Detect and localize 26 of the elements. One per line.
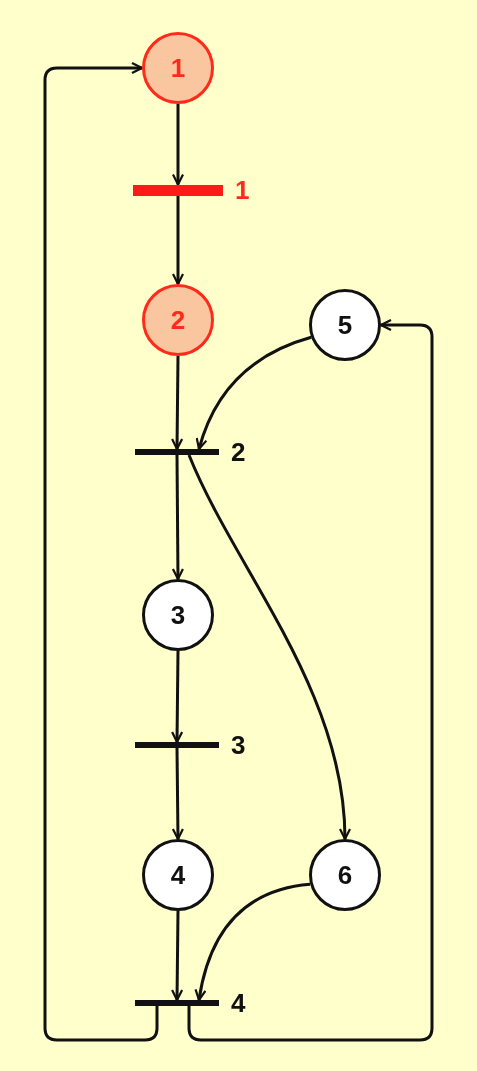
arc-arrow [171, 748, 184, 841]
transition-bar [135, 449, 219, 455]
transition-bar [135, 742, 219, 748]
transition-label: 4 [231, 988, 246, 1018]
place-number: 3 [170, 599, 186, 631]
arc-arrow [43, 61, 159, 1042]
place-number: 1 [170, 52, 186, 84]
arc-arrow [196, 335, 312, 451]
transition-bar [133, 184, 223, 196]
transition-label: 1 [235, 175, 250, 205]
place-number: 5 [337, 309, 353, 341]
arc-arrow [171, 455, 184, 581]
arc-arrow [171, 651, 184, 744]
transition-label: 3 [231, 730, 246, 760]
arc-arrow [171, 195, 185, 286]
arc-arrow [171, 356, 184, 451]
place-number: 2 [170, 304, 186, 336]
arc-arrow [171, 911, 184, 1002]
arc-arrow [187, 454, 351, 841]
place-number: 6 [337, 859, 353, 891]
arc-arrow [171, 104, 185, 186]
place-number: 4 [170, 859, 186, 891]
transition-bar [135, 1000, 219, 1006]
transition-label: 2 [231, 437, 246, 467]
arc-arrow [194, 882, 311, 1002]
arc-arrow [187, 318, 434, 1042]
